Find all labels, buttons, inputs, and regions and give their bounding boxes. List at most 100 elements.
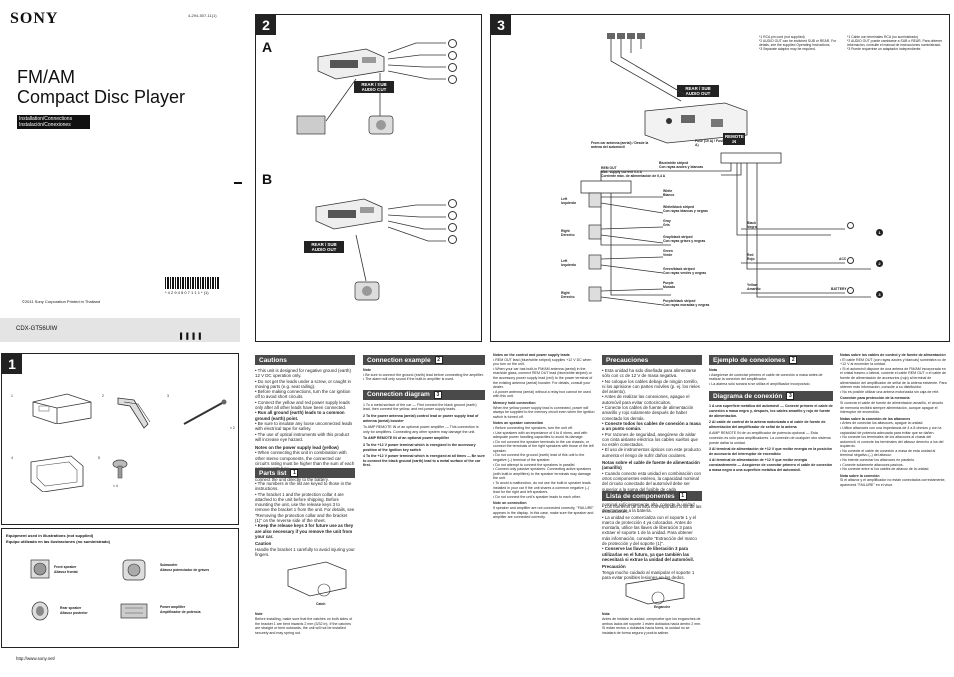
left-en: Left — [561, 197, 568, 201]
ejemplo-nota-1: • Asegúrese de conectar primero el cable… — [709, 372, 823, 382]
left-en: Left — [561, 259, 568, 263]
componentes-text: • Los números de la lista corresponden a… — [602, 504, 702, 562]
precauciones-list: • Esta unidad ha sido diseñada para alim… — [602, 368, 702, 458]
left-es: Izquierdo — [561, 263, 577, 267]
memory-title: Memory hold connection — [493, 400, 536, 405]
panel-ref-3-es: 3 — [786, 392, 795, 401]
panel-ref-1: 1 — [290, 469, 299, 477]
installation-en: Installation/Connections — [19, 116, 73, 122]
part-2-number: 2 — [102, 394, 104, 398]
notas-control-3: • No es posible utilizar una antena moto… — [840, 389, 940, 394]
document-code: 4-294-507-11(1) — [188, 13, 217, 18]
componente-2: • La unidad se comercializa con el sopor… — [602, 514, 697, 547]
precaucion-2: • No coloque los cables debajo de ningún… — [602, 378, 700, 395]
parts-list-heading-text: Parts list — [259, 469, 287, 477]
antenna-label: From car antenna (aerial) / Desde la ant… — [591, 141, 649, 149]
green-es: Verde — [663, 253, 673, 257]
subwoofer-en: Subwoofer — [160, 563, 178, 567]
front-speaker-icon — [30, 559, 50, 579]
diagram-a-wiring — [325, 42, 446, 122]
model-number: CDX-GT56UIW — [16, 326, 58, 332]
blue-white-label: Blue/white striped Con rayas azules y bl… — [659, 161, 703, 169]
remote-in-label: REMOTE IN — [723, 133, 745, 145]
installation-es: Instalación/Conexiones — [19, 122, 71, 128]
speaker-note-7: • To avoid a malfunction, do not use the… — [493, 481, 591, 495]
caution-text: Handle the bracket 1 carefully to avoid … — [255, 546, 355, 557]
fold-mark — [234, 182, 242, 184]
caution-3: • Before making connections, turn the ca… — [255, 389, 351, 400]
white-en: White — [663, 189, 673, 193]
enganche-illustration — [625, 577, 685, 605]
cautions-heading-text: Cautions — [259, 356, 287, 364]
diagram-b-head-unit — [315, 198, 383, 230]
sony-url[interactable]: http://www.sony.net/ — [16, 656, 55, 661]
wire-harness — [580, 152, 871, 298]
altavoz-note-2: • Utilice altavoces con una impedancia d… — [840, 425, 942, 435]
installation-label: Installation/Connections Instalación/Con… — [17, 115, 90, 129]
enganche-label: Enganche — [654, 605, 671, 609]
max-supply-es: Corriente máx. de alimentación de 0,4 A — [601, 174, 666, 178]
notas-control-2: • Si el automóvil dispone de una antena … — [840, 366, 947, 390]
fuse-label: Fuse (10 A) / Fusible (10 A) — [695, 139, 734, 147]
connection-example-notes: • Be sure to connect the ground (earth) … — [363, 373, 485, 382]
example-note-2: • The alarm will only sound if the built… — [363, 377, 455, 382]
connection-diagram-steps: 1 To a metal surface of the car — First … — [363, 403, 485, 468]
ejemplo-notas-label: Nota — [709, 368, 717, 372]
rem-out-label: REM OUT Max. supply current 0.4 A Corrie… — [601, 166, 665, 178]
red-es: Rojo — [747, 257, 755, 261]
precauciones-heading: Precauciones — [602, 355, 702, 365]
notas-control-1: • El cable REM OUT (con rayas azules y b… — [840, 357, 947, 367]
panel-2: 2 A B REAR / SUB AUDIO OUT REAR / SUB AU… — [255, 14, 482, 342]
diagram-a-amp-icon — [296, 115, 326, 135]
green-black-es: Con rayas verdes y negras — [663, 271, 707, 275]
diagrama-step-3: 3 Al terminal de alimentación de +12 V q… — [709, 447, 832, 456]
ejemplo-heading-text: Ejemplo de conexiones — [713, 356, 786, 364]
unit-rear-view — [644, 102, 748, 144]
connector-icon — [847, 222, 854, 229]
diagram-b-label: B — [262, 171, 273, 187]
screw-illustration — [112, 459, 128, 479]
diagram-a-label: A — [262, 39, 273, 55]
alimentacion-title: Notas sobre el cable de fuente de alimen… — [602, 460, 700, 471]
purple-es: Morado — [663, 285, 676, 289]
panel-3-notes-es: *1 Cable con terminales RCA (no suminist… — [847, 35, 943, 51]
part-3-number: 3 — [167, 394, 169, 398]
memory-text: When the yellow power supply lead is con… — [493, 405, 595, 419]
diagrama-step-2: 2 Al cable de control de la antena motor… — [709, 420, 826, 429]
part-4-number: 4 — [11, 456, 13, 460]
speaker-note-1: • Before connecting the speakers, turn t… — [493, 425, 573, 430]
catch-label: Catch — [316, 602, 326, 606]
speaker-icons — [588, 192, 664, 306]
diagram-step-2: 2 To the power antenna (aerial) control … — [363, 413, 479, 423]
diagram-step-amp: To AMP REMOTE IN of an optional power am… — [363, 425, 479, 434]
connector-icon — [847, 287, 854, 294]
parts-note-3: • Keep the release keys 3 for future use… — [255, 523, 354, 539]
caution-4: • Connect the yellow and red power suppl… — [255, 399, 350, 411]
acc-label: ACC — [839, 257, 847, 261]
speaker-terminal-icon — [448, 63, 457, 72]
panel-ref-3: 3 — [433, 390, 442, 399]
purple-black-es: Con rayas moradas y negras — [663, 303, 710, 307]
yellow-en: Yellow — [747, 283, 758, 287]
right-es: Derecho — [561, 233, 575, 237]
diagram-step-amp-title: To AMP REMOTE IN of an optional power am… — [363, 436, 449, 441]
rear-speaker-es: Altavoz posterior — [60, 611, 88, 615]
parts-list-text: • The numbers in the list are keyed to t… — [255, 481, 355, 539]
battery-label: BATTERY — [831, 287, 847, 291]
subwoofer-icon — [122, 559, 146, 581]
componente-3: • Conserve las llaves de liberación 3 pa… — [602, 546, 694, 562]
diagrama-steps: 1 A una superficie metálica del automóvi… — [709, 404, 833, 472]
altavoz-note-3: • No conecte los terminales de los altav… — [840, 435, 944, 449]
